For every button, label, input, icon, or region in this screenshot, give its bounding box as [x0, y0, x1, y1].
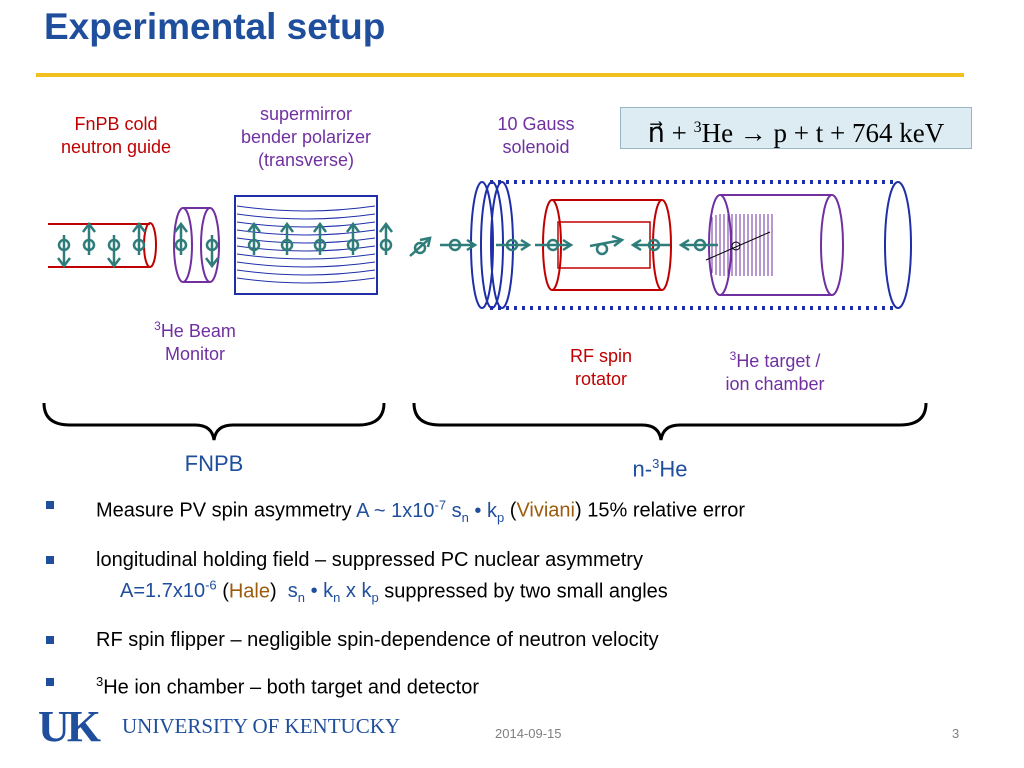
rf-rotator-label: RF spin rotator — [569, 346, 632, 389]
nhe-label: n-3He — [632, 456, 688, 482]
bullet-item: longitudinal holding field – suppressed … — [44, 547, 1004, 612]
logo-mark: UK — [38, 702, 101, 751]
target-chamber-shape — [705, 194, 844, 296]
bullet-list: Measure PV spin asymmetry A ~ 1x10-7 sn … — [44, 492, 1004, 717]
solenoid-label: 10 Gauss solenoid — [497, 114, 575, 157]
experiment-diagram — [42, 180, 928, 441]
fnpb-label: FNPB — [184, 451, 244, 476]
logo-name: UNIVERSITY OF KENTUCKY — [122, 714, 401, 738]
bullet-marker — [46, 678, 54, 687]
page-number: 3 — [952, 726, 960, 741]
bullet-item: 3He ion chamber – both target and detect… — [44, 669, 1004, 701]
bullet-item: Measure PV spin asymmetry A ~ 1x10-7 sn … — [44, 492, 1004, 531]
target-label: 3He target / ion chamber — [725, 349, 825, 394]
beam-monitor-shape — [173, 207, 220, 283]
polarizer-shape — [234, 195, 378, 295]
fnpb-brace — [42, 402, 386, 441]
university-logo: UK UNIVERSITY OF KENTUCKY — [38, 704, 418, 750]
title-underline — [36, 73, 964, 77]
beam-monitor-label: 3He Beam Monitor — [154, 319, 236, 364]
polarizer-label: supermirror bender polarizer (transverse… — [240, 104, 372, 170]
footer-date: 2014-09-15 — [495, 726, 562, 741]
nhe-brace — [412, 402, 928, 441]
bullet-marker — [46, 555, 54, 564]
bullet-marker — [46, 636, 54, 645]
reaction-equation: n⃗ + 3He → p + t + 764 keV — [620, 107, 972, 149]
bullet-item: RF spin flipper – negligible spin-depend… — [44, 627, 1004, 653]
page-title: Experimental setup — [44, 6, 386, 47]
fnpb-guide-label: FnPB cold neutron guide — [60, 114, 172, 157]
spin-markers — [57, 221, 718, 269]
bullet-marker — [46, 501, 54, 509]
